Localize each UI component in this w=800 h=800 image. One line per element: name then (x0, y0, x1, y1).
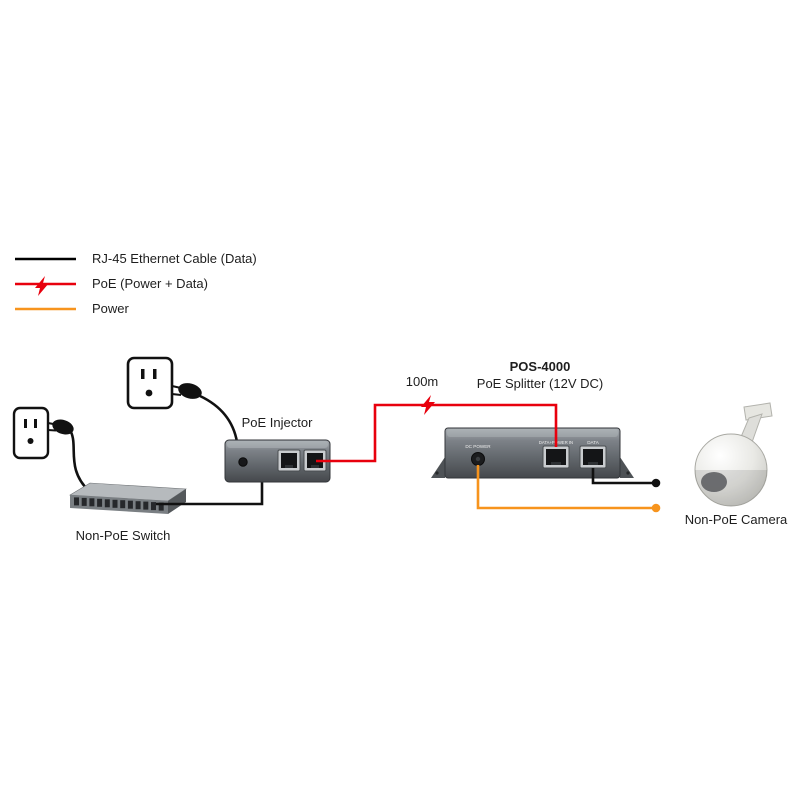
non-poe-camera-device (694, 402, 773, 507)
switch-label: Non-PoE Switch (75, 528, 171, 543)
splitter-subtitle: PoE Splitter (12V DC) (476, 376, 604, 391)
injector-label: PoE Injector (241, 415, 313, 430)
non-poe-switch-device (69, 482, 187, 514)
distance-label: 100m (405, 374, 439, 389)
injector-rj45-port-1 (277, 449, 301, 472)
splitter-port-label-out: DATA (587, 440, 600, 445)
lightning-bolt-icon (35, 276, 49, 296)
camera-label: Non-PoE Camera (684, 512, 788, 527)
power-connector-dot (651, 503, 661, 513)
splitter-rj45-port-in (542, 445, 570, 469)
legend-label-power: Power (92, 301, 129, 316)
camera-mount-plate (743, 402, 773, 421)
power-cord-left (69, 431, 90, 492)
power-plug-left (47, 419, 74, 435)
pos4000-splitter-device: DC POWER DATA+POWER IN DATA (431, 427, 634, 479)
legend-label-data: RJ-45 Ethernet Cable (Data) (92, 251, 257, 266)
injector-dc-jack (238, 457, 248, 467)
legend-label-poe: PoE (Power + Data) (92, 276, 208, 291)
data-cable-splitter-to-camera (591, 468, 652, 485)
lightning-bolt-icon (421, 395, 435, 415)
splitter-port-label-dc: DC POWER (465, 444, 491, 449)
power-cord-top (199, 394, 239, 443)
power-plug-top (171, 383, 202, 399)
wall-outlet-top (126, 356, 174, 410)
splitter-rj45-port-out (579, 445, 607, 469)
power-cable-splitter-to-camera (476, 465, 652, 510)
legend-swatches (15, 257, 76, 311)
poe-cable-injector-to-splitter (316, 403, 558, 463)
splitter-title: POS-4000 (509, 359, 571, 374)
poe-injector-device (224, 439, 331, 483)
data-connector-dot (651, 478, 661, 488)
switch-ports (74, 497, 164, 511)
wall-outlet-left (12, 406, 50, 460)
camera-lens (701, 472, 727, 492)
ethernet-cable-switch-to-injector (156, 476, 264, 506)
